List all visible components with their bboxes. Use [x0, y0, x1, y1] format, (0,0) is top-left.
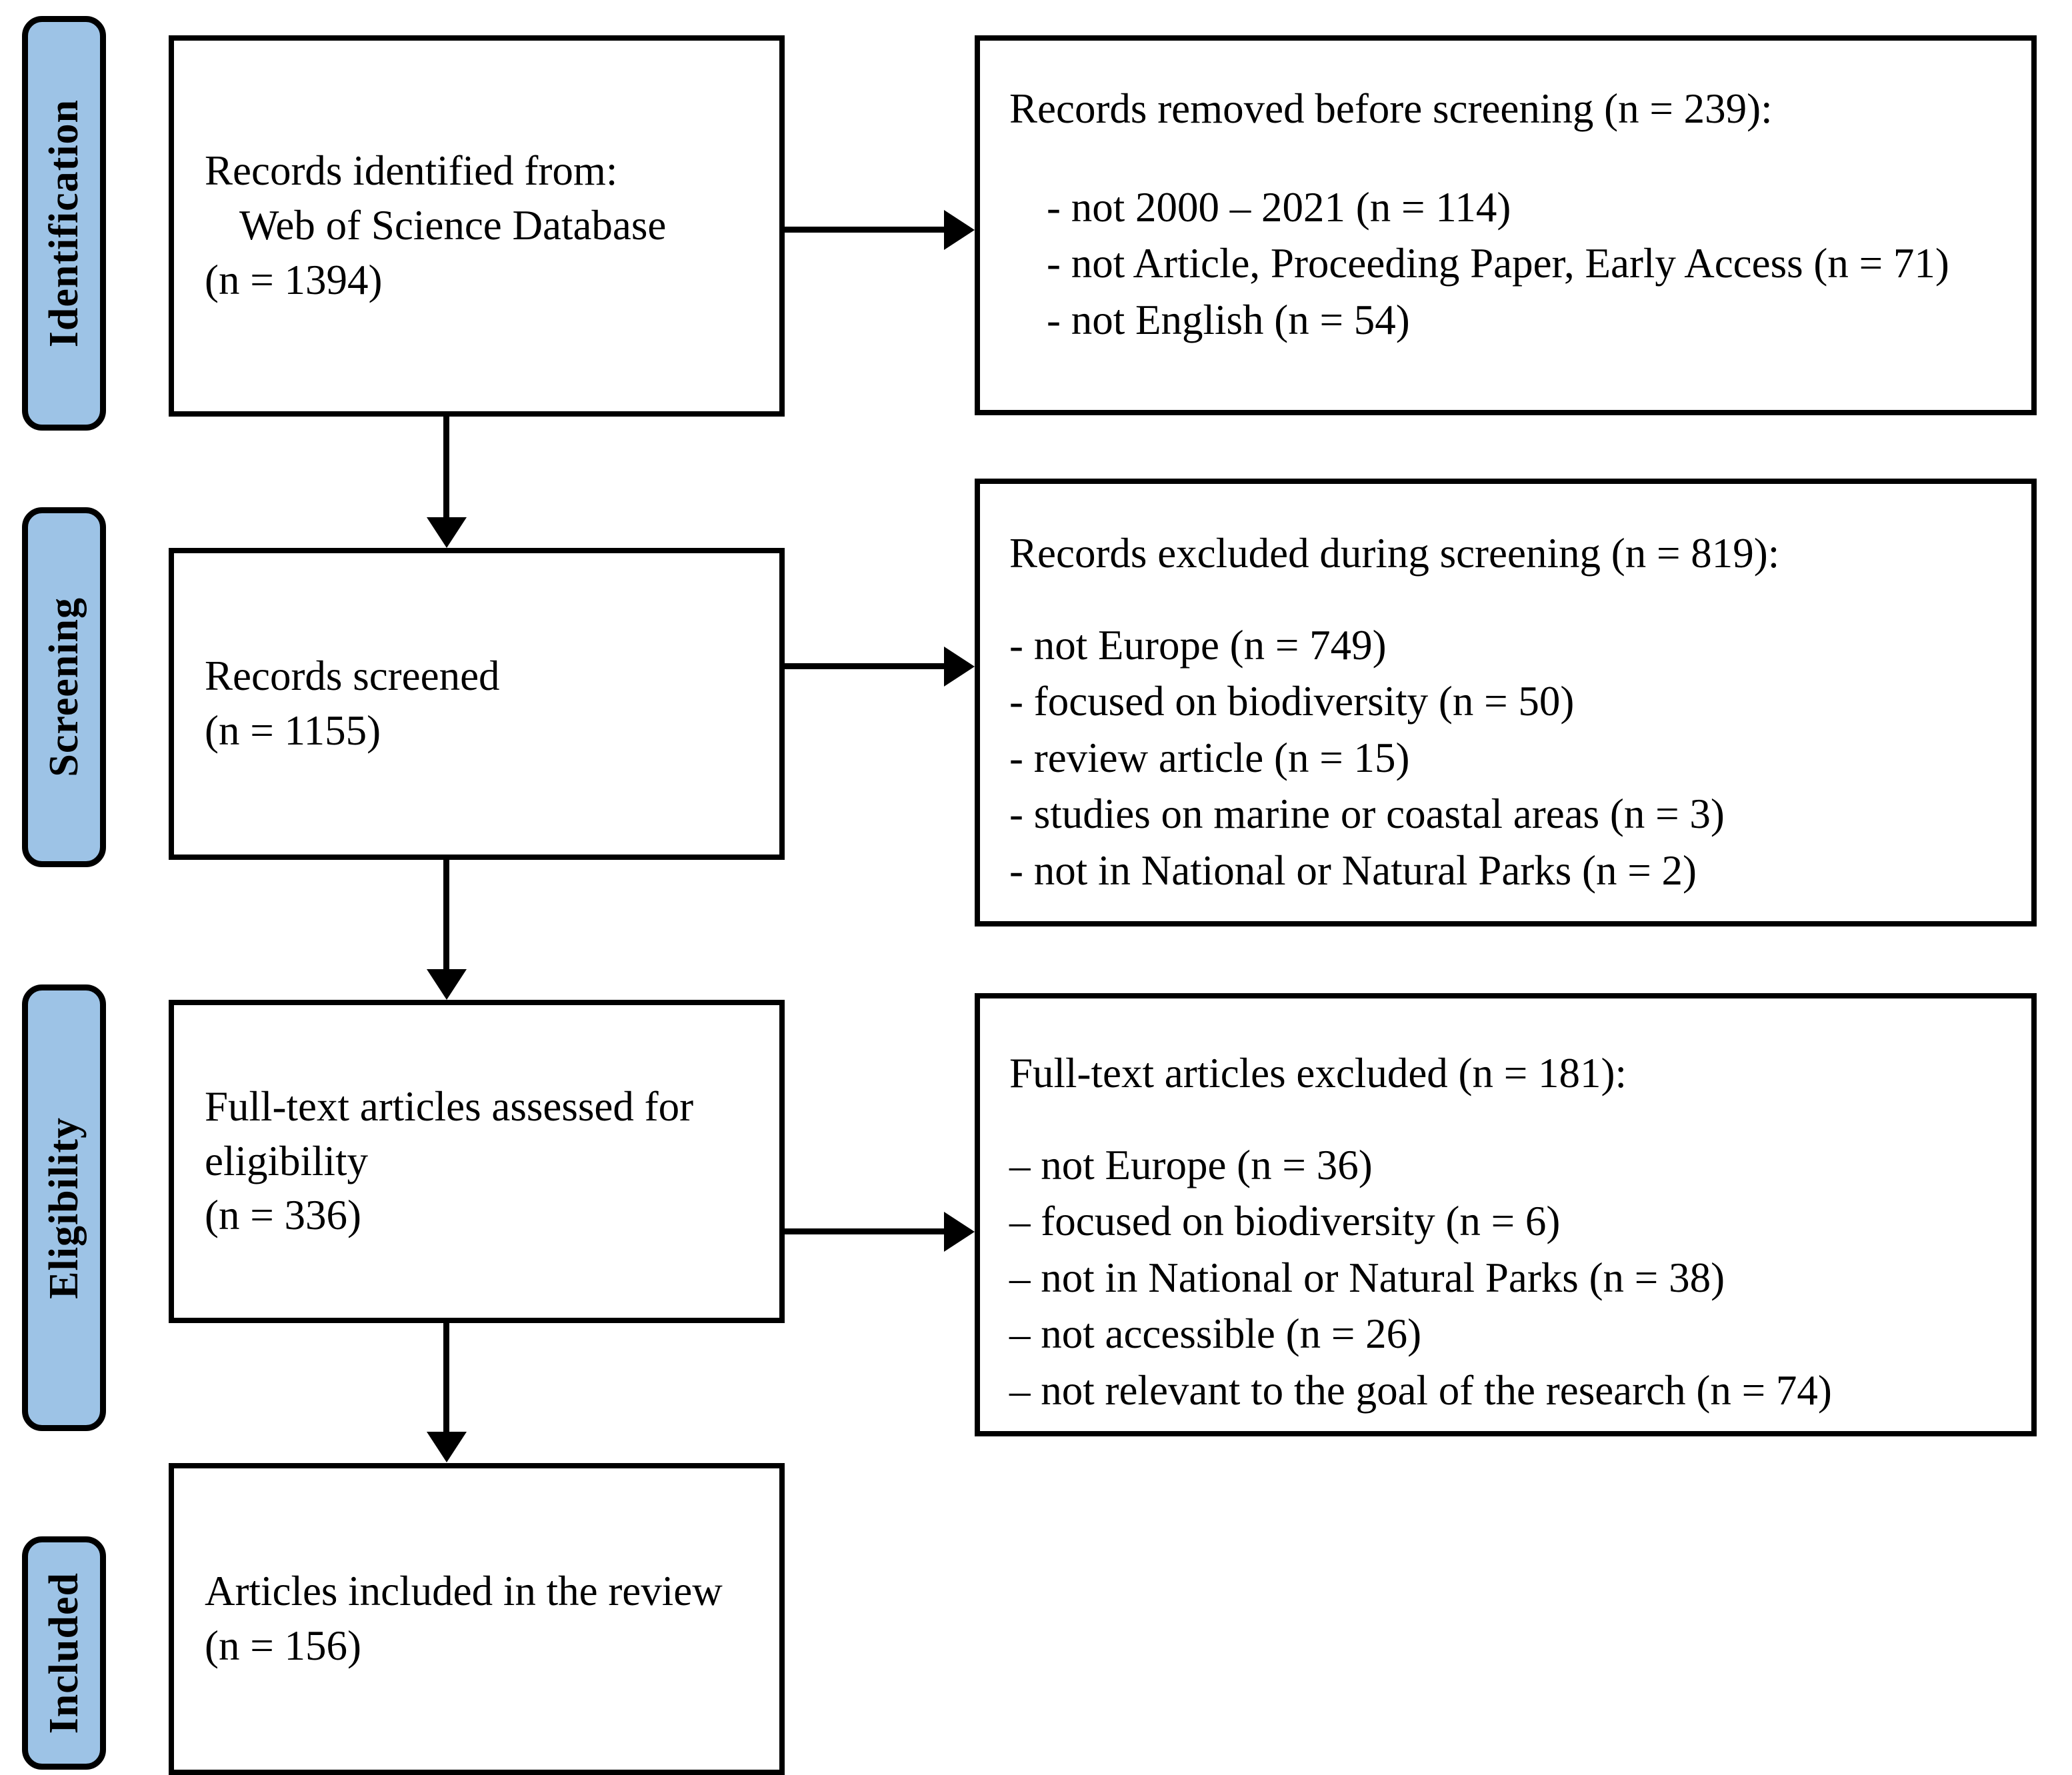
records-removed-reason-1: - not 2000 – 2021 (n = 114): [1047, 183, 1511, 231]
phase-label-eligibility: Eligibility: [22, 984, 106, 1431]
arrowhead-assessed-to-fulltext-excluded: [944, 1212, 975, 1252]
records-excluded-reasons: - not Europe (n = 749) - focused on biod…: [1009, 617, 2002, 898]
articles-included-label: Articles included in the review: [205, 1568, 723, 1615]
records-excluded-reason-4: - studies on marine or coastal areas (n …: [1009, 791, 1725, 838]
fulltext-assessed-count: (n = 336): [205, 1192, 361, 1239]
arrowhead-identified-to-removed: [944, 210, 975, 250]
fulltext-excluded-heading: Full-text articles excluded (n = 181):: [1009, 1050, 1627, 1096]
connector-assessed-to-included: [443, 1323, 449, 1433]
connector-screened-to-assessed: [443, 860, 449, 972]
records-identified-count: (n = 1394): [205, 256, 383, 303]
box-records-excluded-during-screening: Records excluded during screening (n = 8…: [975, 479, 2037, 926]
records-removed-heading: Records removed before screening (n = 23…: [1009, 82, 2002, 137]
records-excluded-reason-5: - not in National or Natural Parks (n = …: [1009, 847, 1697, 894]
records-excluded-reason-3: - review article (n = 15): [1009, 734, 1410, 781]
records-removed-reason-2: - not Article, Proceeding Paper, Early A…: [1047, 240, 1949, 287]
connector-screened-to-excluded: [785, 663, 951, 669]
records-removed-reasons: - not 2000 – 2021 (n = 114) - not Articl…: [1009, 179, 2002, 348]
records-excluded-heading-emphasis: during screening: [1319, 530, 1601, 577]
box-records-screened: Records screened (n = 1155): [169, 548, 785, 860]
records-removed-heading-emphasis: before screening: [1315, 85, 1594, 132]
phase-label-screening: Screening: [22, 507, 106, 867]
box-fulltext-excluded: Full-text articles excluded (n = 181): –…: [975, 993, 2037, 1436]
records-excluded-heading-suffix: (n = 819):: [1600, 530, 1780, 577]
phase-label-included: Included: [22, 1536, 106, 1770]
articles-included-count: (n = 156): [205, 1622, 361, 1669]
records-excluded-reason-2: - focused on biodiversity (n = 50): [1009, 678, 1575, 725]
records-identified-line2: Web of Science Database: [239, 202, 667, 249]
box-articles-included: Articles included in the review (n = 156…: [169, 1463, 785, 1775]
connector-assessed-to-fulltext-excluded: [785, 1228, 951, 1234]
fulltext-excluded-reason-4: – not accessible (n = 26): [1009, 1310, 1422, 1358]
records-removed-heading-suffix: (n = 239):: [1593, 85, 1773, 132]
box-records-removed-before-screening: Records removed before screening (n = 23…: [975, 35, 2037, 415]
connector-identified-to-screened: [443, 417, 449, 520]
records-screened-count: (n = 1155): [205, 707, 381, 754]
fulltext-excluded-reason-5: – not relevant to the goal of the resear…: [1009, 1366, 1832, 1414]
records-identified-line1: Records identified from:: [205, 147, 618, 195]
connector-identified-to-removed: [785, 227, 951, 233]
arrowhead-screened-to-excluded: [944, 647, 975, 687]
fulltext-excluded-reasons: – not Europe (n = 36) – focused on biodi…: [1009, 1137, 2002, 1418]
records-removed-heading-prefix: Records removed: [1009, 85, 1315, 132]
records-removed-reason-3: - not English (n = 54): [1047, 296, 1410, 343]
records-excluded-heading-prefix: Records excluded: [1009, 530, 1320, 577]
phase-label-screening-text: Screening: [41, 597, 87, 777]
records-excluded-reason-1: - not Europe (n = 749): [1009, 621, 1387, 669]
fulltext-assessed-line2: eligibility: [205, 1137, 368, 1184]
arrowhead-screened-to-assessed: [427, 969, 467, 1000]
phase-label-eligibility-text: Eligibility: [41, 1116, 87, 1299]
box-records-identified: Records identified from: Web of Science …: [169, 35, 785, 417]
arrowhead-identified-to-screened: [427, 517, 467, 548]
phase-label-included-text: Included: [41, 1572, 87, 1734]
fulltext-excluded-reason-2: – focused on biodiversity (n = 6): [1009, 1198, 1561, 1245]
box-fulltext-assessed: Full-text articles assessed for eligibil…: [169, 1000, 785, 1323]
fulltext-excluded-reason-3: – not in National or Natural Parks (n = …: [1009, 1254, 1725, 1301]
fulltext-excluded-reason-1: – not Europe (n = 36): [1009, 1141, 1373, 1188]
records-excluded-heading: Records excluded during screening (n = 8…: [1009, 527, 2002, 581]
arrowhead-assessed-to-included: [427, 1432, 467, 1462]
phase-label-identification: Identification: [22, 16, 106, 431]
fulltext-assessed-line1: Full-text articles assessed for: [205, 1082, 694, 1130]
records-screened-label: Records screened: [205, 653, 500, 700]
phase-label-identification-text: Identification: [41, 99, 87, 348]
